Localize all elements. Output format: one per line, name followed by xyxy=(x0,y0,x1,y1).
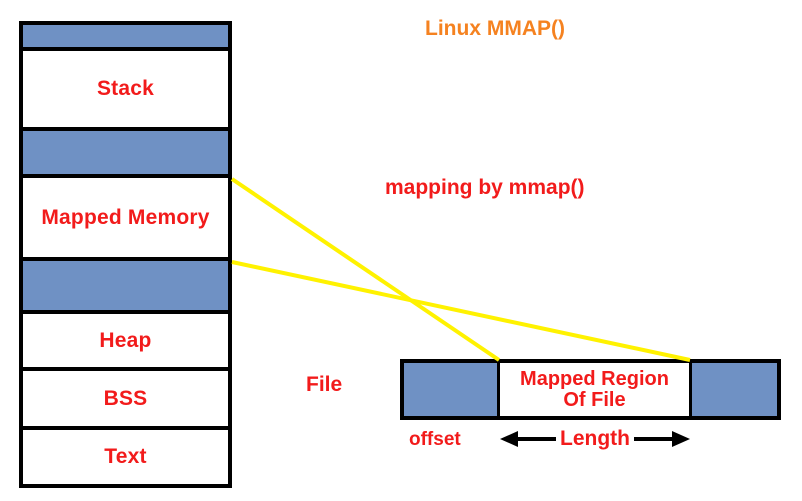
memory-segment-gap-below-mapped xyxy=(23,261,228,314)
offset-label: offset xyxy=(409,429,461,450)
length-label: Length xyxy=(556,427,634,451)
memory-segment-text-label: Text xyxy=(104,445,147,468)
memory-segment-stack: Stack xyxy=(23,51,228,131)
memory-segment-heap: Heap xyxy=(23,314,228,371)
memory-segment-mapped-memory-label: Mapped Memory xyxy=(41,205,210,229)
mapped-region-line-1: Mapped Region xyxy=(520,367,669,390)
memory-segment-heap-label: Heap xyxy=(99,328,152,352)
file-segment-mapped-region-label: Mapped Region Of File xyxy=(520,367,669,411)
memory-segment-gap-top xyxy=(23,25,228,51)
memory-segment-mapped-memory: Mapped Memory xyxy=(23,178,228,261)
memory-segment-gap-above-mapped xyxy=(23,131,228,178)
mapped-region-line-2: Of File xyxy=(563,388,626,411)
length-dimension: Length xyxy=(500,424,690,454)
file-segment-before-offset xyxy=(400,359,499,420)
memory-segment-stack-label: Stack xyxy=(96,77,155,100)
mapping-caption-label: mapping by mmap() xyxy=(385,176,585,199)
connector-line-top xyxy=(230,177,501,362)
memory-segment-bss: BSS xyxy=(23,371,228,430)
page-title: Linux MMAP() xyxy=(425,17,565,40)
memory-segment-text: Text xyxy=(23,430,228,484)
process-memory-column: Stack Mapped Memory Heap BSS Text xyxy=(19,21,232,488)
memory-segment-bss-label: BSS xyxy=(103,386,148,410)
connector-line-bottom xyxy=(231,260,691,362)
file-bar: Mapped Region Of File xyxy=(400,359,781,420)
file-segment-after-length xyxy=(690,359,781,420)
file-label: File xyxy=(306,373,343,396)
file-segment-mapped-region: Mapped Region Of File xyxy=(498,359,691,420)
